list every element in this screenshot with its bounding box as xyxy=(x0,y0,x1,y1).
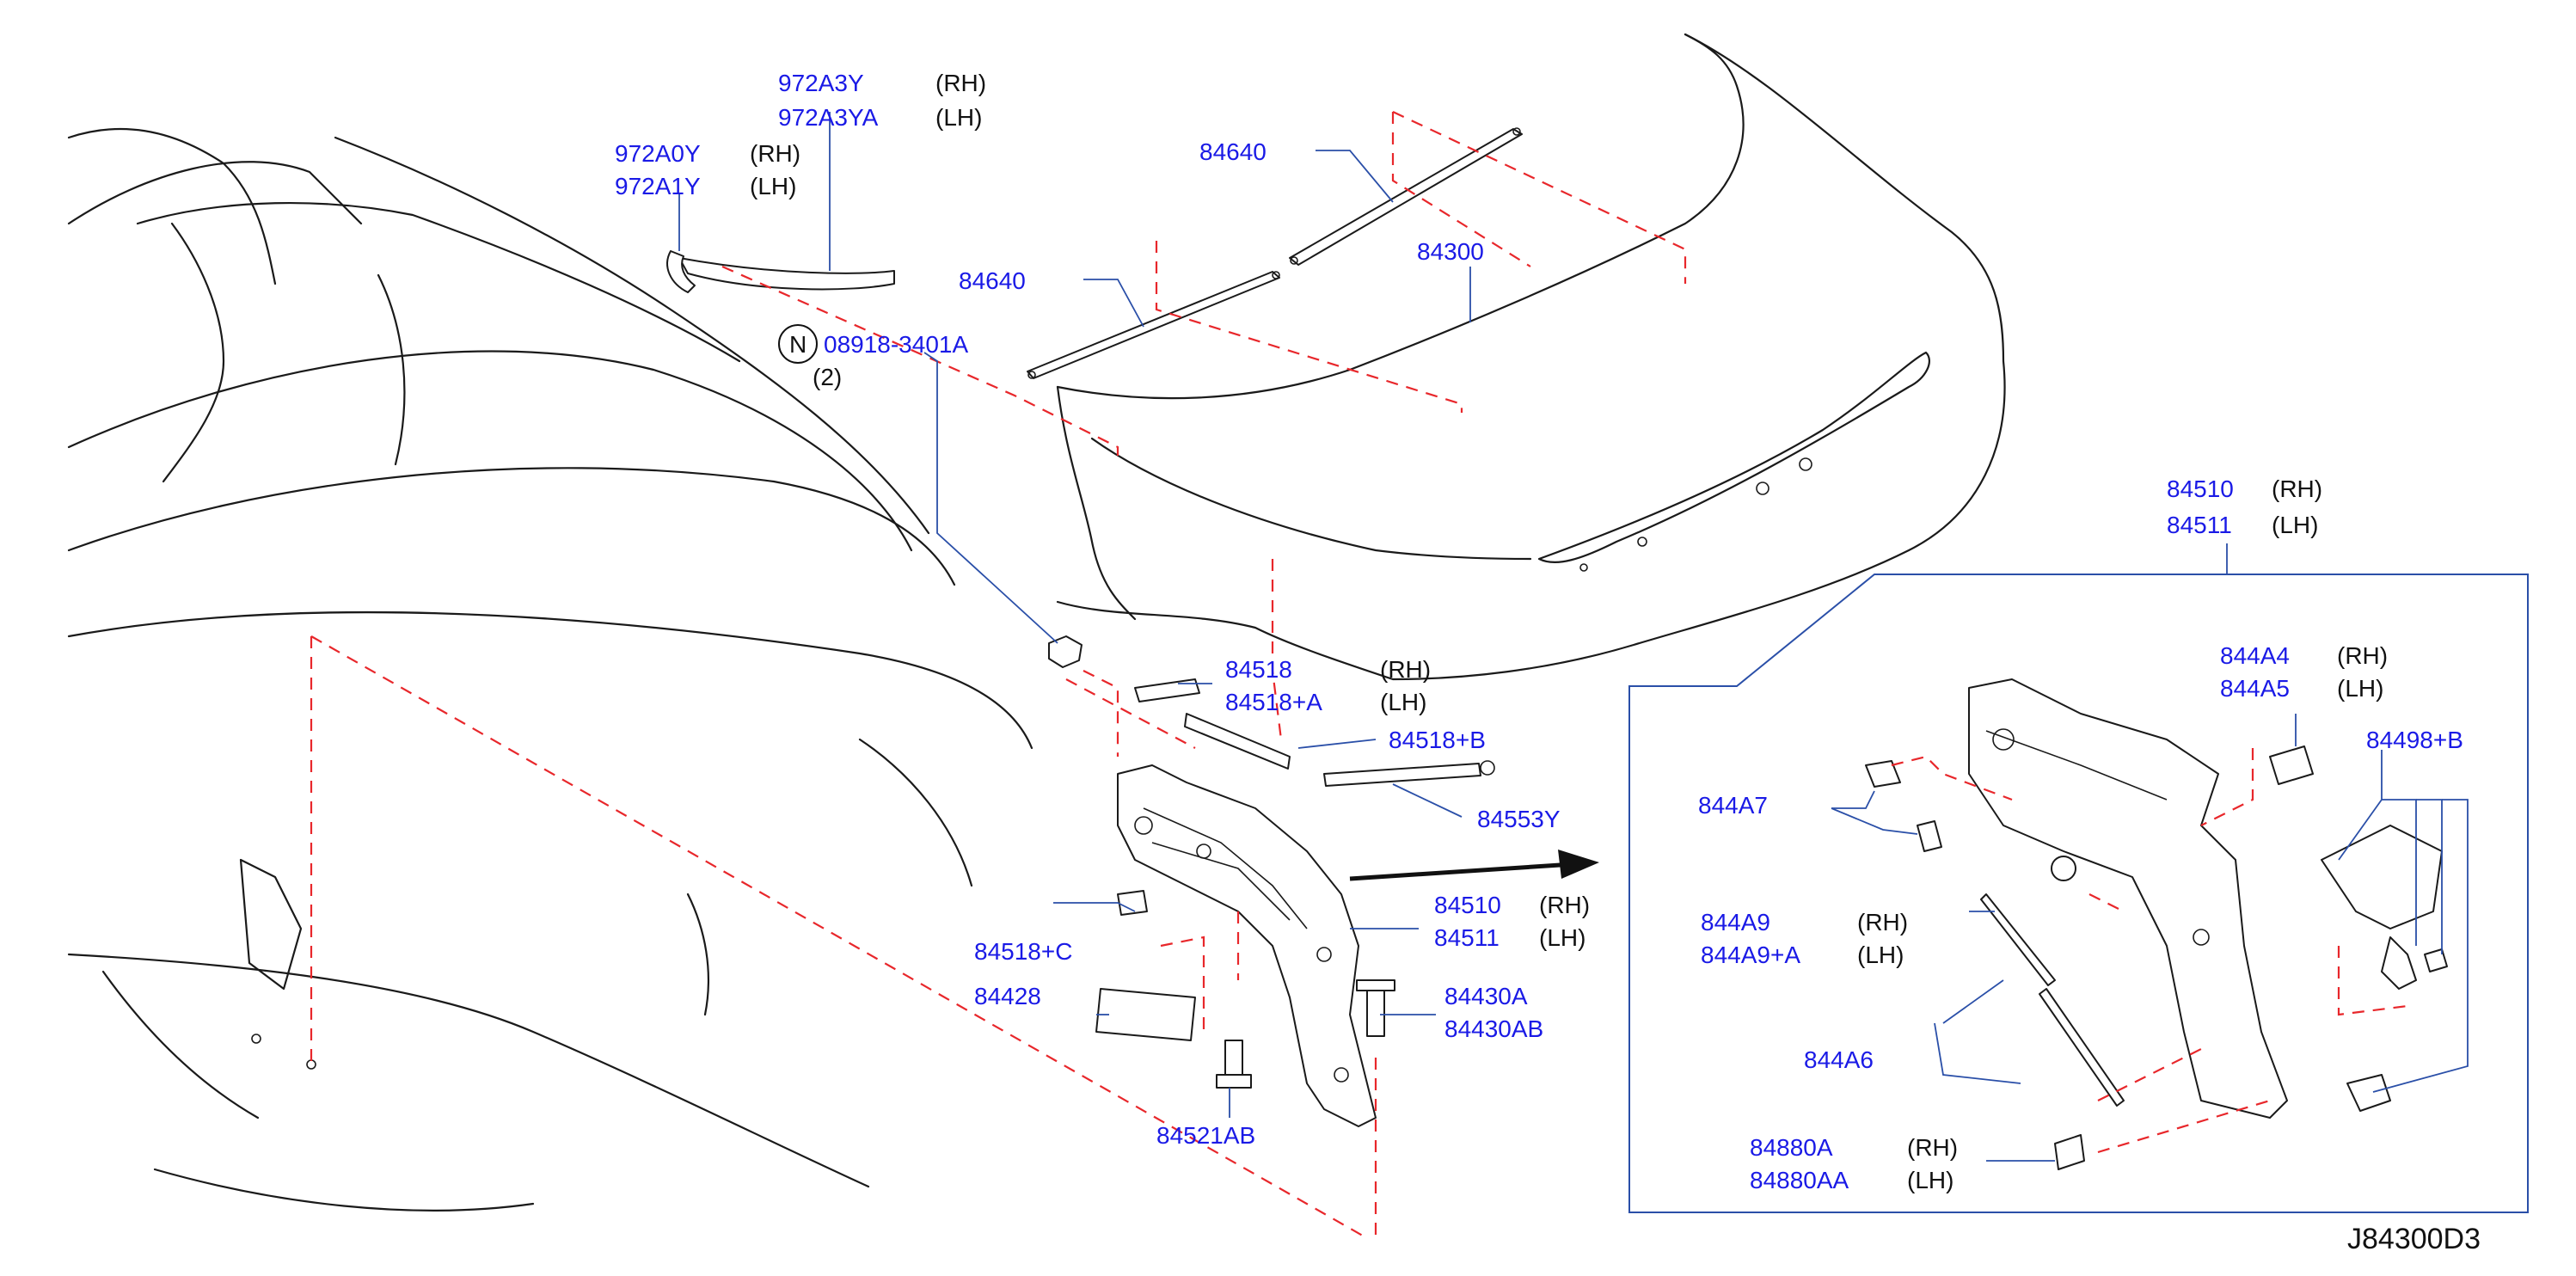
leader-lines xyxy=(678,112,2469,1162)
diagram-code: J84300D3 xyxy=(2347,1223,2481,1255)
detail-hinge xyxy=(1968,678,2288,1119)
label-nut-symbol: N xyxy=(789,331,807,358)
label-84880AA-side: (LH) xyxy=(1907,1167,1953,1193)
detail-box xyxy=(1628,574,2529,1213)
alignment-lines xyxy=(310,111,2408,1239)
label-84640-top: 84640 xyxy=(1199,138,1267,165)
torsion-bar-left xyxy=(1027,271,1280,379)
label-84510-side: (RH) xyxy=(1539,892,1590,918)
label-detail-84511: 84511 xyxy=(2167,512,2232,538)
label-84430AB: 84430AB xyxy=(1444,1015,1543,1042)
label-detail-84510: 84510 xyxy=(2167,475,2234,502)
label-844A9-side: (RH) xyxy=(1857,909,1908,936)
gas-stay xyxy=(1323,760,1495,787)
bracket-parts xyxy=(1095,678,1291,1041)
label-844A9A-side: (LH) xyxy=(1857,942,1904,968)
label-84428: 84428 xyxy=(974,983,1041,1009)
label-844A5: 844A5 xyxy=(2220,675,2290,702)
direction-arrow xyxy=(1349,850,1599,881)
label-84518A: 84518+A xyxy=(1225,689,1322,715)
label-844A5-side: (LH) xyxy=(2337,675,2383,702)
label-detail-84510-side: (RH) xyxy=(2272,475,2322,502)
nut xyxy=(1048,635,1083,668)
label-844A4-side: (RH) xyxy=(2337,642,2388,669)
label-84521AB: 84521AB xyxy=(1156,1122,1255,1149)
label-84640-left: 84640 xyxy=(959,267,1026,294)
labels: 972A3Y (RH) 972A3YA (LH) 972A0Y (RH) 972… xyxy=(615,70,2481,1255)
label-84880A-side: (RH) xyxy=(1907,1134,1958,1161)
label-972A3Y: 972A3Y xyxy=(778,70,864,96)
label-84518A-side: (LH) xyxy=(1380,689,1426,715)
label-84518C: 84518+C xyxy=(974,938,1072,965)
label-nut-qty: (2) xyxy=(813,364,842,390)
label-84510: 84510 xyxy=(1434,892,1501,918)
weather-seal xyxy=(666,250,895,293)
label-844A6: 844A6 xyxy=(1804,1046,1874,1073)
label-972A3YA-side: (LH) xyxy=(935,104,982,131)
torsion-bar-top xyxy=(1289,127,1523,266)
label-84518: 84518 xyxy=(1225,656,1292,683)
nut-symbol-circle xyxy=(778,324,818,364)
label-972A0Y: 972A0Y xyxy=(615,140,701,167)
label-84880AA: 84880AA xyxy=(1750,1167,1849,1193)
bolts xyxy=(1216,979,1395,1089)
label-detail-84511-side: (LH) xyxy=(2272,512,2318,538)
label-84553Y: 84553Y xyxy=(1477,806,1561,832)
label-84880A: 84880A xyxy=(1750,1134,1833,1161)
label-84511-side: (LH) xyxy=(1539,924,1585,951)
label-844A7: 844A7 xyxy=(1698,792,1768,819)
detail-small-parts xyxy=(1865,745,2448,1170)
label-08918-3401A: 08918-3401A xyxy=(824,331,968,358)
label-972A1Y: 972A1Y xyxy=(615,173,701,199)
label-84300: 84300 xyxy=(1417,238,1484,265)
label-844A9A: 844A9+A xyxy=(1701,942,1800,968)
label-972A0Y-side: (RH) xyxy=(750,140,800,167)
label-84430A: 84430A xyxy=(1444,983,1528,1009)
label-972A1Y-side: (LH) xyxy=(750,173,796,199)
label-844A9: 844A9 xyxy=(1701,909,1770,936)
label-972A3Y-side: (RH) xyxy=(935,70,986,96)
label-844A4: 844A4 xyxy=(2220,642,2290,669)
car-body-outline xyxy=(67,127,1033,1212)
label-972A3YA: 972A3YA xyxy=(778,104,879,131)
label-84518-side: (RH) xyxy=(1380,656,1431,683)
label-84498B: 84498+B xyxy=(2366,727,2463,753)
trunk-lid-outline xyxy=(1056,33,2006,681)
label-84518B: 84518+B xyxy=(1389,727,1486,753)
label-84511: 84511 xyxy=(1434,924,1500,951)
hinge-assembly xyxy=(1117,764,1377,1127)
